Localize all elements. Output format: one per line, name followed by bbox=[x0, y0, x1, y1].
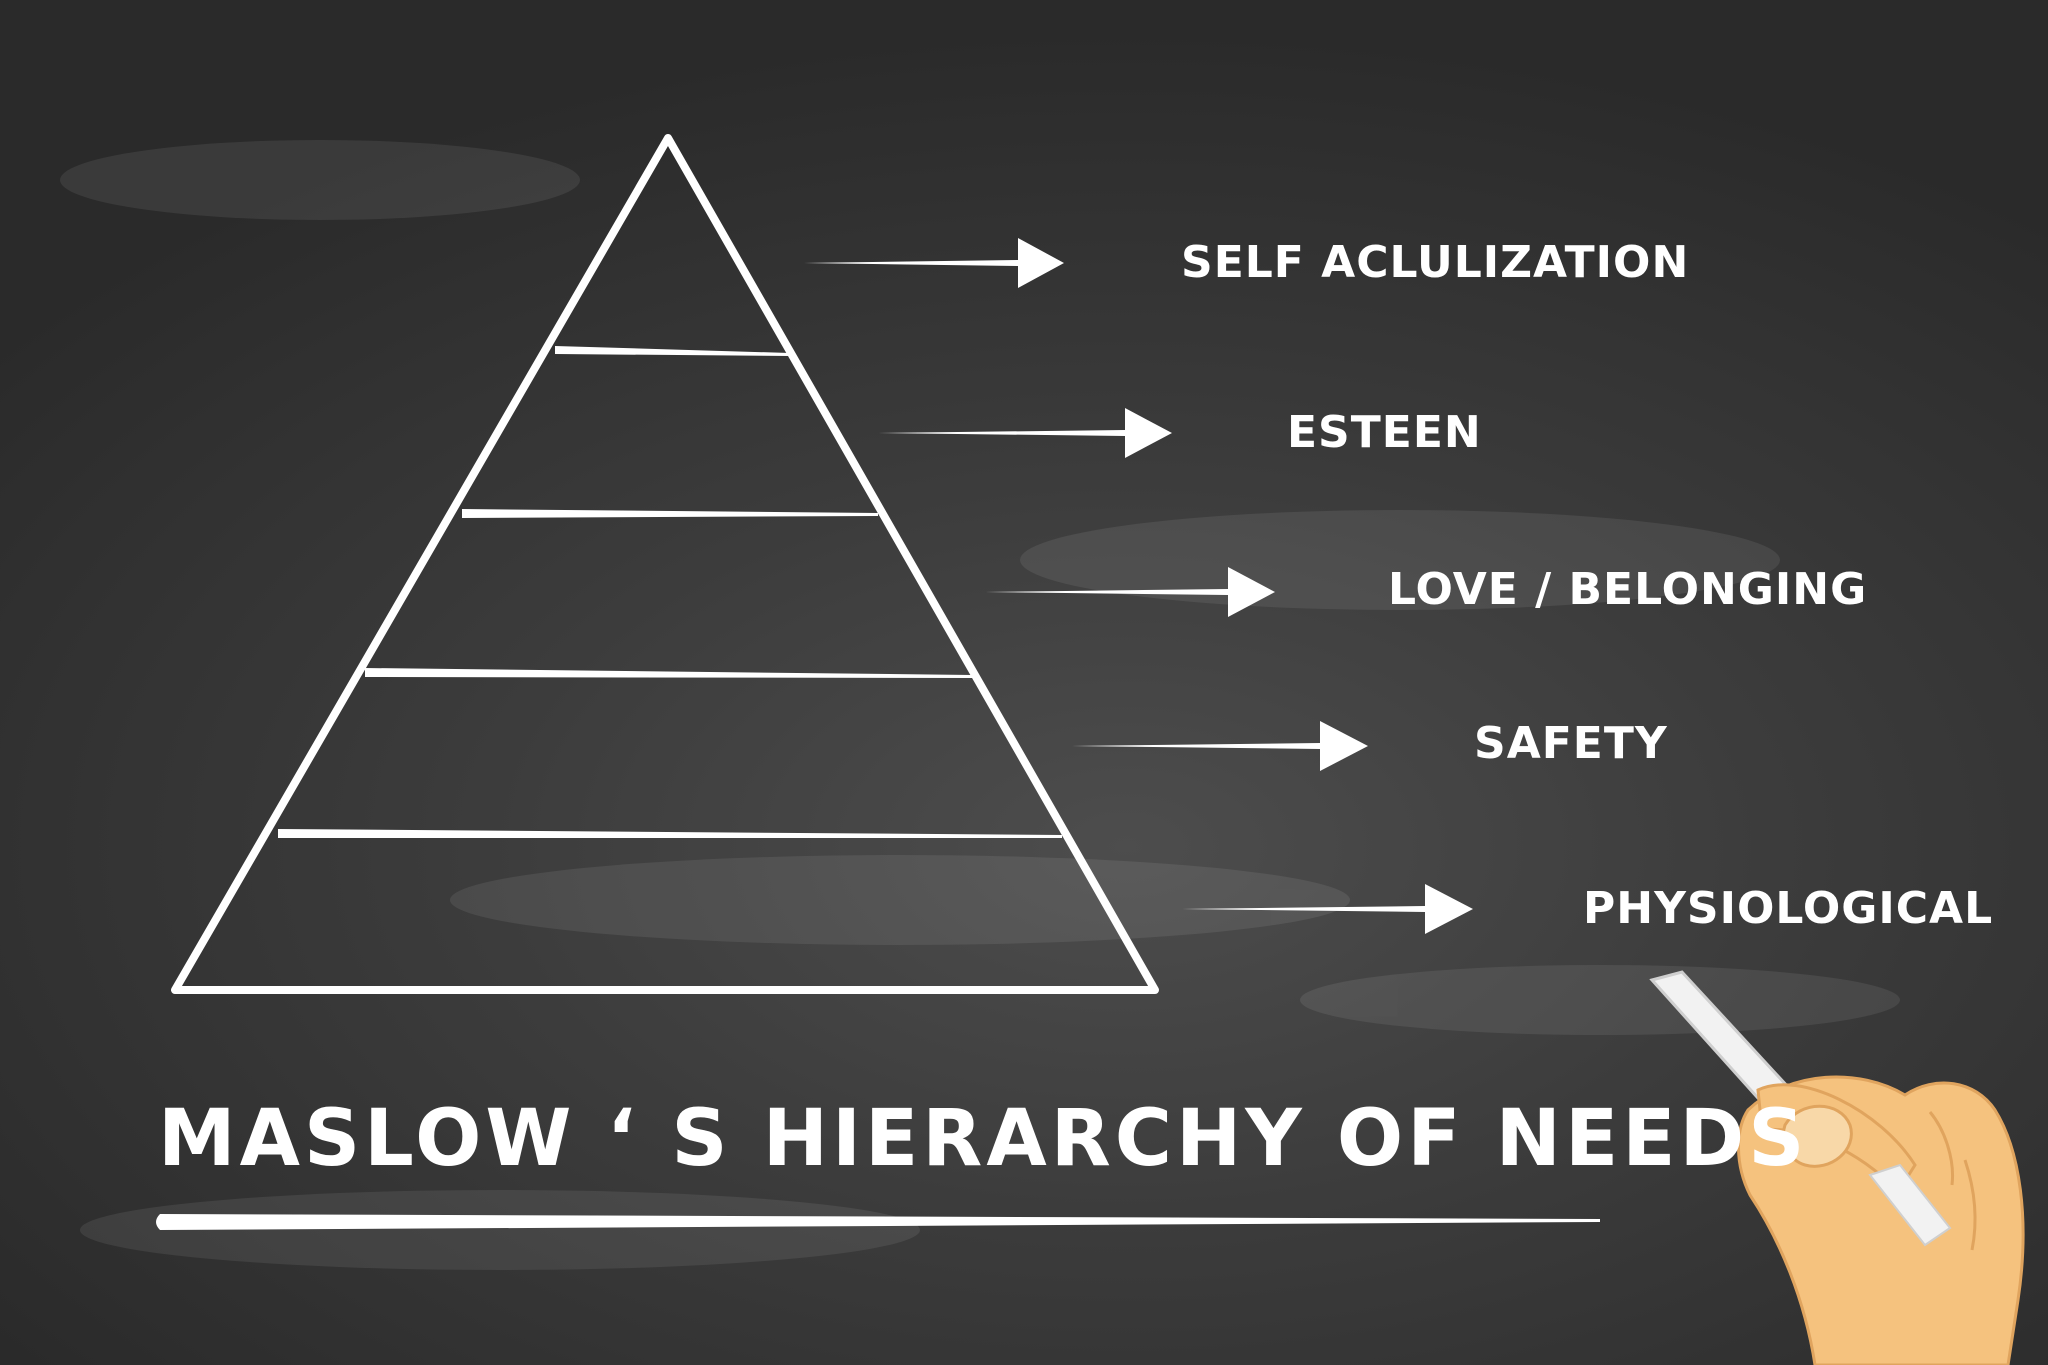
level-label-safety: SAFETY bbox=[1474, 718, 1668, 769]
pyramid-divider bbox=[365, 668, 972, 678]
level-label-self-actualization: SELF ACLULIZATION bbox=[1181, 237, 1690, 288]
level-label-love-belonging: LOVE / BELONGING bbox=[1388, 564, 1868, 615]
level-label-physiological: PHYSIOLOGICAL bbox=[1583, 883, 1994, 934]
board-smudges bbox=[60, 140, 1900, 1270]
arrow-right-icon bbox=[804, 238, 1064, 288]
pyramid-outline bbox=[171, 134, 1159, 994]
pyramid-divider bbox=[278, 829, 1062, 838]
hand-holding-chalk-icon bbox=[1649, 970, 2025, 1365]
pyramid-divider bbox=[462, 509, 878, 518]
level-label-esteem: ESTEEN bbox=[1287, 407, 1482, 458]
arrow-right-icon bbox=[985, 567, 1275, 617]
arrow-right-icon bbox=[1072, 721, 1368, 771]
title-underline bbox=[156, 1214, 1600, 1230]
pyramid-divider bbox=[555, 346, 790, 356]
arrow-right-icon bbox=[878, 408, 1172, 458]
arrow-right-icon bbox=[1182, 884, 1473, 934]
diagram-title: MASLOW ‘ S HIERARCHY OF NEEDS bbox=[158, 1094, 1809, 1184]
